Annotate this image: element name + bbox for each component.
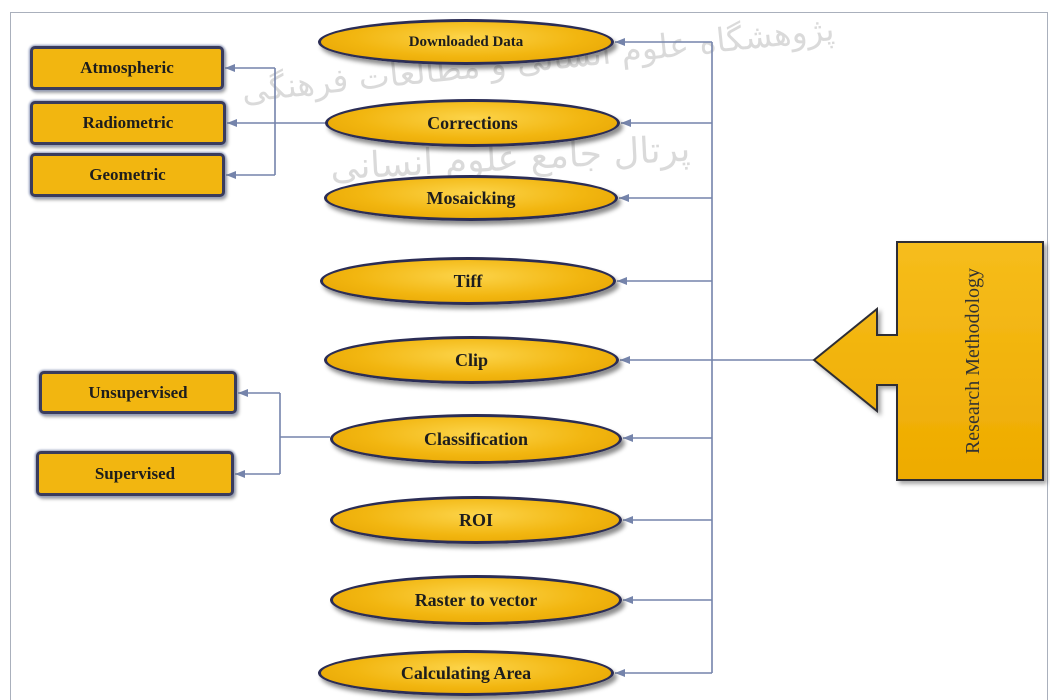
connector-lines (225, 38, 813, 677)
step-classification: Classification (330, 414, 622, 464)
step-tiff: Tiff (320, 257, 616, 305)
branch-geometric: Geometric (30, 153, 225, 197)
step-downloaded-data: Downloaded Data (318, 19, 614, 65)
branch-atmospheric: Atmospheric (30, 46, 224, 90)
research-methodology-callout: Research Methodology (812, 241, 1044, 481)
branch-label: Supervised (94, 463, 176, 483)
step-corrections: Corrections (325, 99, 620, 147)
step-label: Tiff (453, 270, 483, 291)
step-calculating-area: Calculating Area (318, 650, 614, 696)
step-mosaicking: Mosaicking (324, 175, 618, 221)
step-label: ROI (458, 509, 493, 530)
step-label: Mosaicking (426, 187, 516, 208)
step-label: Calculating Area (400, 662, 532, 683)
branch-radiometric: Radiometric (30, 101, 226, 145)
branch-label: Radiometric (82, 113, 174, 132)
step-label: Raster to vector (414, 589, 538, 610)
step-roi: ROI (330, 496, 622, 544)
figure-frame (10, 12, 1048, 700)
branch-label: Unsupervised (88, 382, 188, 402)
step-label: Clip (454, 349, 488, 370)
callout-label: Research Methodology (962, 268, 984, 454)
step-label: Classification (423, 428, 528, 449)
step-clip: Clip (324, 336, 619, 384)
branch-label: Atmospheric (80, 58, 174, 77)
callout-arrow-shape (812, 241, 1044, 481)
step-label: Corrections (427, 112, 518, 133)
branch-supervised: Supervised (36, 451, 234, 496)
branch-label: Geometric (89, 165, 166, 184)
step-raster-to-vector: Raster to vector (330, 575, 622, 625)
step-label: Downloaded Data (408, 33, 524, 50)
branch-unsupervised: Unsupervised (39, 371, 237, 414)
